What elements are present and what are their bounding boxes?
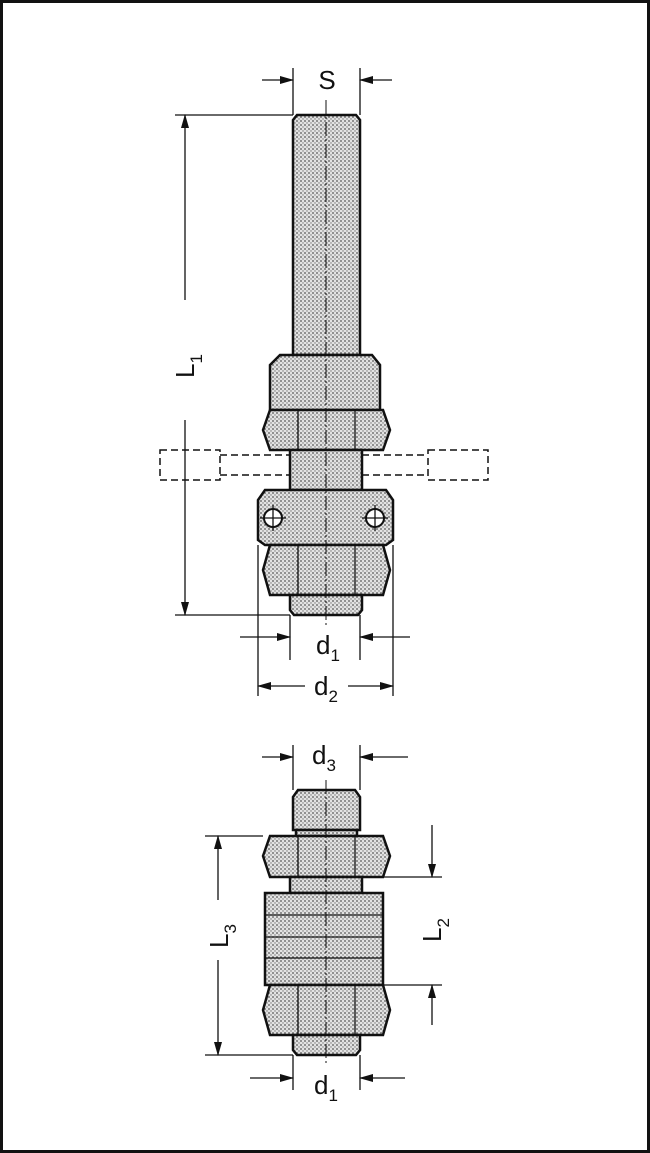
dim-d1-bottom: d1 <box>250 1055 405 1105</box>
dim-d1-top: d1 <box>240 615 410 665</box>
dim-L1: L1 <box>170 114 293 616</box>
collar <box>268 353 382 412</box>
svg-text:d3: d3 <box>312 740 336 775</box>
svg-text:d1: d1 <box>314 1070 338 1105</box>
dim-L2: L2 <box>362 825 453 1025</box>
top-assembly <box>159 100 489 625</box>
svg-text:S: S <box>318 65 335 95</box>
holder-screw-left <box>260 505 286 531</box>
bottom-thread <box>288 593 364 617</box>
svg-text:L1: L1 <box>170 354 206 378</box>
bearing-holder <box>256 488 395 547</box>
dim-S: S <box>262 65 392 115</box>
holder-screw-right <box>362 505 388 531</box>
dim-d2: d2 <box>257 545 394 706</box>
svg-text:d1: d1 <box>316 630 340 665</box>
dim-d3: d3 <box>262 740 408 790</box>
spacer-rings <box>263 891 385 987</box>
dim-L3: L3 <box>204 835 293 1056</box>
bottom-assembly <box>261 780 392 1065</box>
svg-text:L3: L3 <box>204 924 240 948</box>
svg-text:L2: L2 <box>417 918 453 942</box>
adjustment-arms-dashed <box>159 449 489 481</box>
svg-text:d2: d2 <box>314 671 338 706</box>
